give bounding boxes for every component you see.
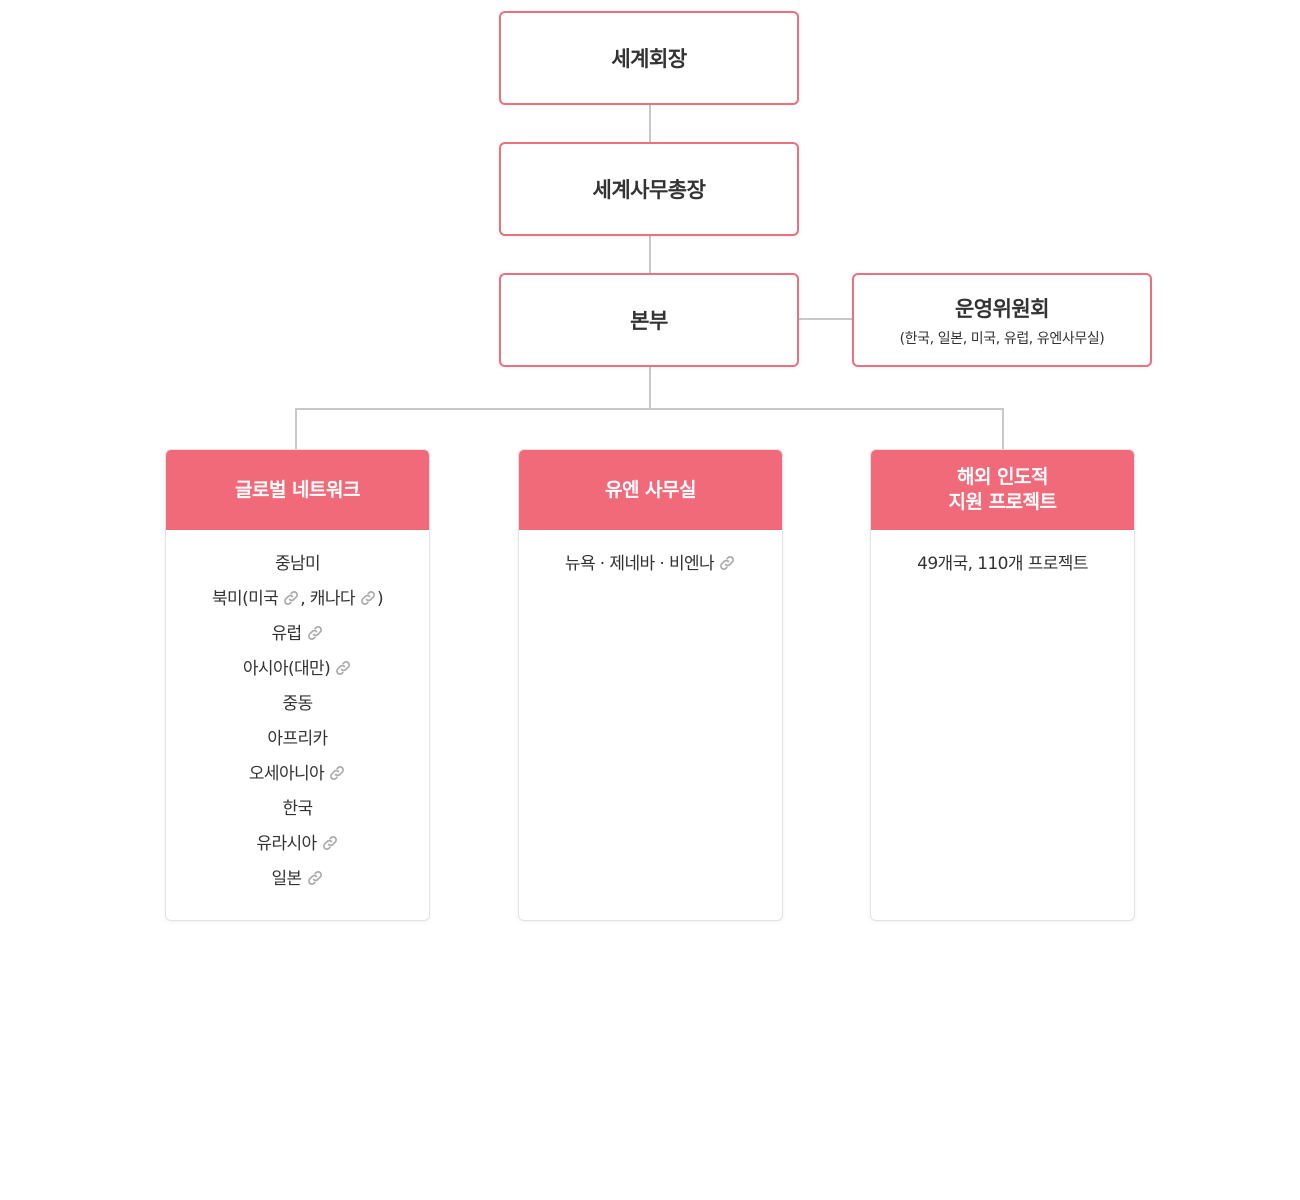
list-item: 뉴욕 · 제네바 · 비엔나 [529,554,772,589]
list-item: 중남미 [176,554,419,589]
list-item: 북미(미국 , 캐나다 ) [176,589,419,624]
dept-header: 글로벌 네트워크 [166,450,429,530]
connector-dept-1 [295,408,297,450]
dept-item-list: 뉴욕 · 제네바 · 비엔나 [519,530,782,589]
item-label: 중남미 [274,554,321,574]
node-secretary-general: 세계사무총장 [499,142,799,236]
link-icon[interactable] [718,554,736,572]
dept-global-network: 글로벌 네트워크 중남미 북미(미국 , 캐나다 ) 유럽 아시아(대만) 중동… [165,449,430,921]
dept-item-list: 중남미 북미(미국 , 캐나다 ) 유럽 아시아(대만) 중동 아프리카 오세아… [166,530,429,904]
dept-title: 유엔 사무실 [604,478,697,501]
dept-humanitarian-projects: 해외 인도적 지원 프로젝트 49개국, 110개 프로젝트 [870,449,1135,921]
list-item: 유라시아 [176,834,419,869]
dept-un-office: 유엔 사무실 뉴욕 · 제네바 · 비엔나 [518,449,783,921]
item-label: 북미(미국 [212,589,279,609]
link-icon[interactable] [359,589,377,607]
list-item: 일본 [176,869,419,904]
node-subtitle: (한국, 일본, 미국, 유럽, 유엔사무실) [899,330,1105,347]
item-label: 일본 [271,869,302,889]
list-item: 중동 [176,694,419,729]
link-icon[interactable] [321,834,339,852]
node-steering-committee: 운영위원회 (한국, 일본, 미국, 유럽, 유엔사무실) [852,273,1152,367]
node-headquarters: 본부 [499,273,799,367]
connector-dept-3 [1002,408,1004,450]
node-world-chairman: 세계회장 [499,11,799,105]
link-icon[interactable] [328,764,346,782]
node-title: 본부 [630,309,668,333]
dept-title: 글로벌 네트워크 [235,478,360,501]
link-icon[interactable] [306,624,324,642]
dept-title-line-2: 지원 프로젝트 [948,491,1058,513]
item-label: 중동 [282,694,313,714]
link-icon[interactable] [334,659,352,677]
item-label: 49개국, 110개 프로젝트 [917,554,1088,574]
list-item: 아프리카 [176,729,419,764]
dept-title-line-1: 해외 인도적 [956,466,1049,488]
item-label-mid: , 캐나다 [300,589,355,609]
connector-horizontal [295,408,1004,410]
node-title: 세계회장 [611,47,687,71]
item-label: 뉴욕 · 제네바 · 비엔나 [564,554,715,574]
node-title: 운영위원회 [954,296,1050,321]
list-item: 한국 [176,799,419,834]
link-icon[interactable] [282,589,300,607]
list-item: 유럽 [176,624,419,659]
connector-hq-committee [798,318,853,320]
item-label: 아프리카 [267,729,328,749]
item-label: 유라시아 [256,834,317,854]
list-item: 49개국, 110개 프로젝트 [881,554,1124,589]
connector-top-secretary [649,104,651,142]
item-label-tail: ) [376,589,384,609]
item-label: 오세아니아 [248,764,325,784]
dept-header: 유엔 사무실 [519,450,782,530]
connector-secretary-hq [649,235,651,273]
item-label: 유럽 [271,624,302,644]
list-item: 아시아(대만) [176,659,419,694]
node-title: 세계사무총장 [592,178,706,202]
connector-hq-down [649,366,651,409]
item-label: 한국 [282,799,313,819]
dept-header: 해외 인도적 지원 프로젝트 [871,450,1134,530]
dept-item-list: 49개국, 110개 프로젝트 [871,530,1134,589]
link-icon[interactable] [306,869,324,887]
item-label: 아시아(대만) [242,659,331,679]
list-item: 오세아니아 [176,764,419,799]
